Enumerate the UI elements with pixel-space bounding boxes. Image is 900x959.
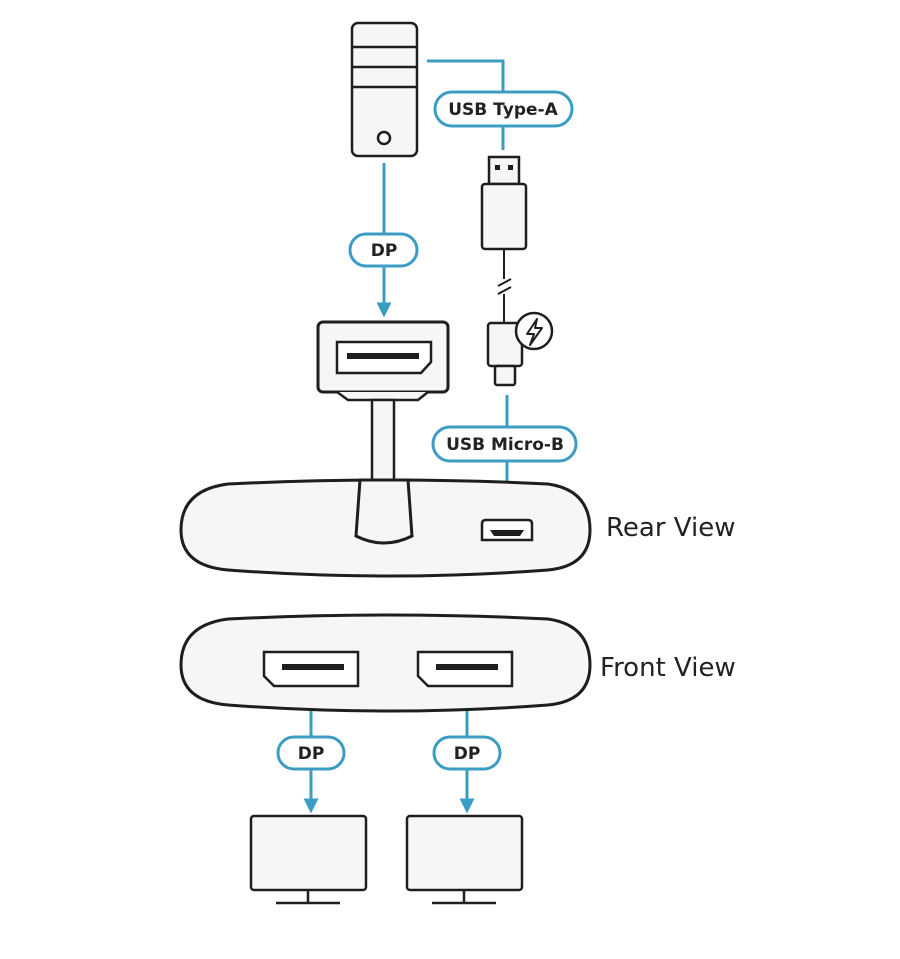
lightning-power-icon (514, 311, 554, 351)
svg-text:USB Type-A: USB Type-A (448, 100, 558, 120)
connector-lines (303, 59, 515, 814)
dp-input-label: DP (348, 232, 419, 268)
desktop-tower-icon (350, 21, 419, 158)
usb-type-a-label: USB Type-A (433, 90, 574, 128)
usb-micro-b-port (480, 518, 534, 542)
displayport-port-right (416, 650, 514, 688)
displayport-connector-icon (316, 320, 450, 482)
svg-text:USB Micro-B: USB Micro-B (446, 435, 564, 455)
front-view-label: Front View (600, 653, 736, 683)
svg-text:DP: DP (298, 744, 325, 764)
displayport-port-left (262, 650, 360, 688)
svg-text:DP: DP (371, 241, 398, 261)
dp-output-left-label: DP (276, 735, 346, 771)
monitor-icon (249, 814, 368, 905)
adapter-rear-view (179, 478, 592, 578)
usb-micro-b-label: USB Micro-B (431, 425, 578, 463)
svg-text:DP: DP (454, 744, 481, 764)
usb-cable (497, 249, 512, 324)
usb-type-a-plug-icon (480, 155, 528, 251)
rear-view-label: Rear View (606, 513, 735, 543)
monitor-icon (405, 814, 524, 905)
adapter-front-view (179, 613, 592, 713)
dp-output-right-label: DP (432, 735, 502, 771)
